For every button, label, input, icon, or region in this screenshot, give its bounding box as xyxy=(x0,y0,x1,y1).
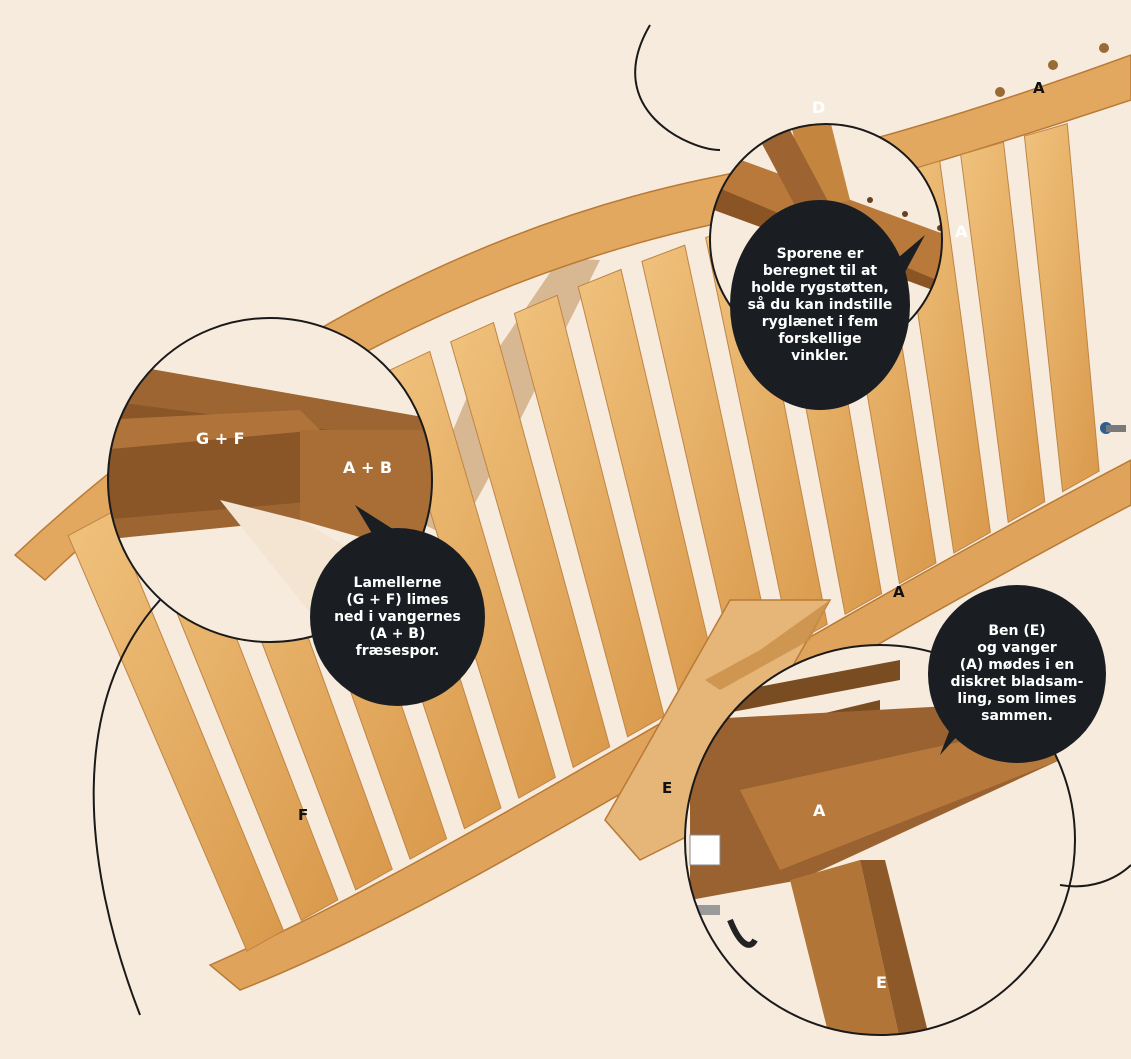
slat xyxy=(1023,123,1100,493)
part-label-a-middle: A xyxy=(893,583,905,601)
zoom-circle-left xyxy=(92,317,433,1016)
zoom-label-a-top: A xyxy=(955,222,968,241)
zoom-label-e: E xyxy=(876,973,887,992)
slat xyxy=(67,512,285,952)
part-label-f: F xyxy=(298,806,308,824)
slat xyxy=(450,321,611,769)
zoom-label-ab: A + B xyxy=(343,458,392,477)
bolt-icon xyxy=(1100,422,1126,434)
callout-slats-text: Lamellerne (G + F) limes ned i vangernes… xyxy=(334,574,461,659)
slat xyxy=(960,141,1046,524)
zoom-label-d: D xyxy=(812,98,825,117)
part-label-e: E xyxy=(662,779,672,797)
callout-slots-text: Sporene er beregnet til at holde rygstøt… xyxy=(747,245,893,364)
callout-joint: Ben (E) og vanger (A) mødes i en diskret… xyxy=(928,585,1106,763)
callout-slats: Lamellerne (G + F) limes ned i vangernes… xyxy=(310,528,485,706)
adjustment-holes xyxy=(995,43,1109,97)
part-label-a-top: A xyxy=(1033,79,1045,97)
callout-joint-text: Ben (E) og vanger (A) mødes i en diskret… xyxy=(950,623,1084,724)
zoom-label-gf: G + F xyxy=(196,429,245,448)
callout-slots: Sporene er beregnet til at holde rygstøt… xyxy=(730,200,910,410)
leg-e-shadow xyxy=(705,600,830,690)
zoom-label-a-bottom: A xyxy=(813,801,826,820)
